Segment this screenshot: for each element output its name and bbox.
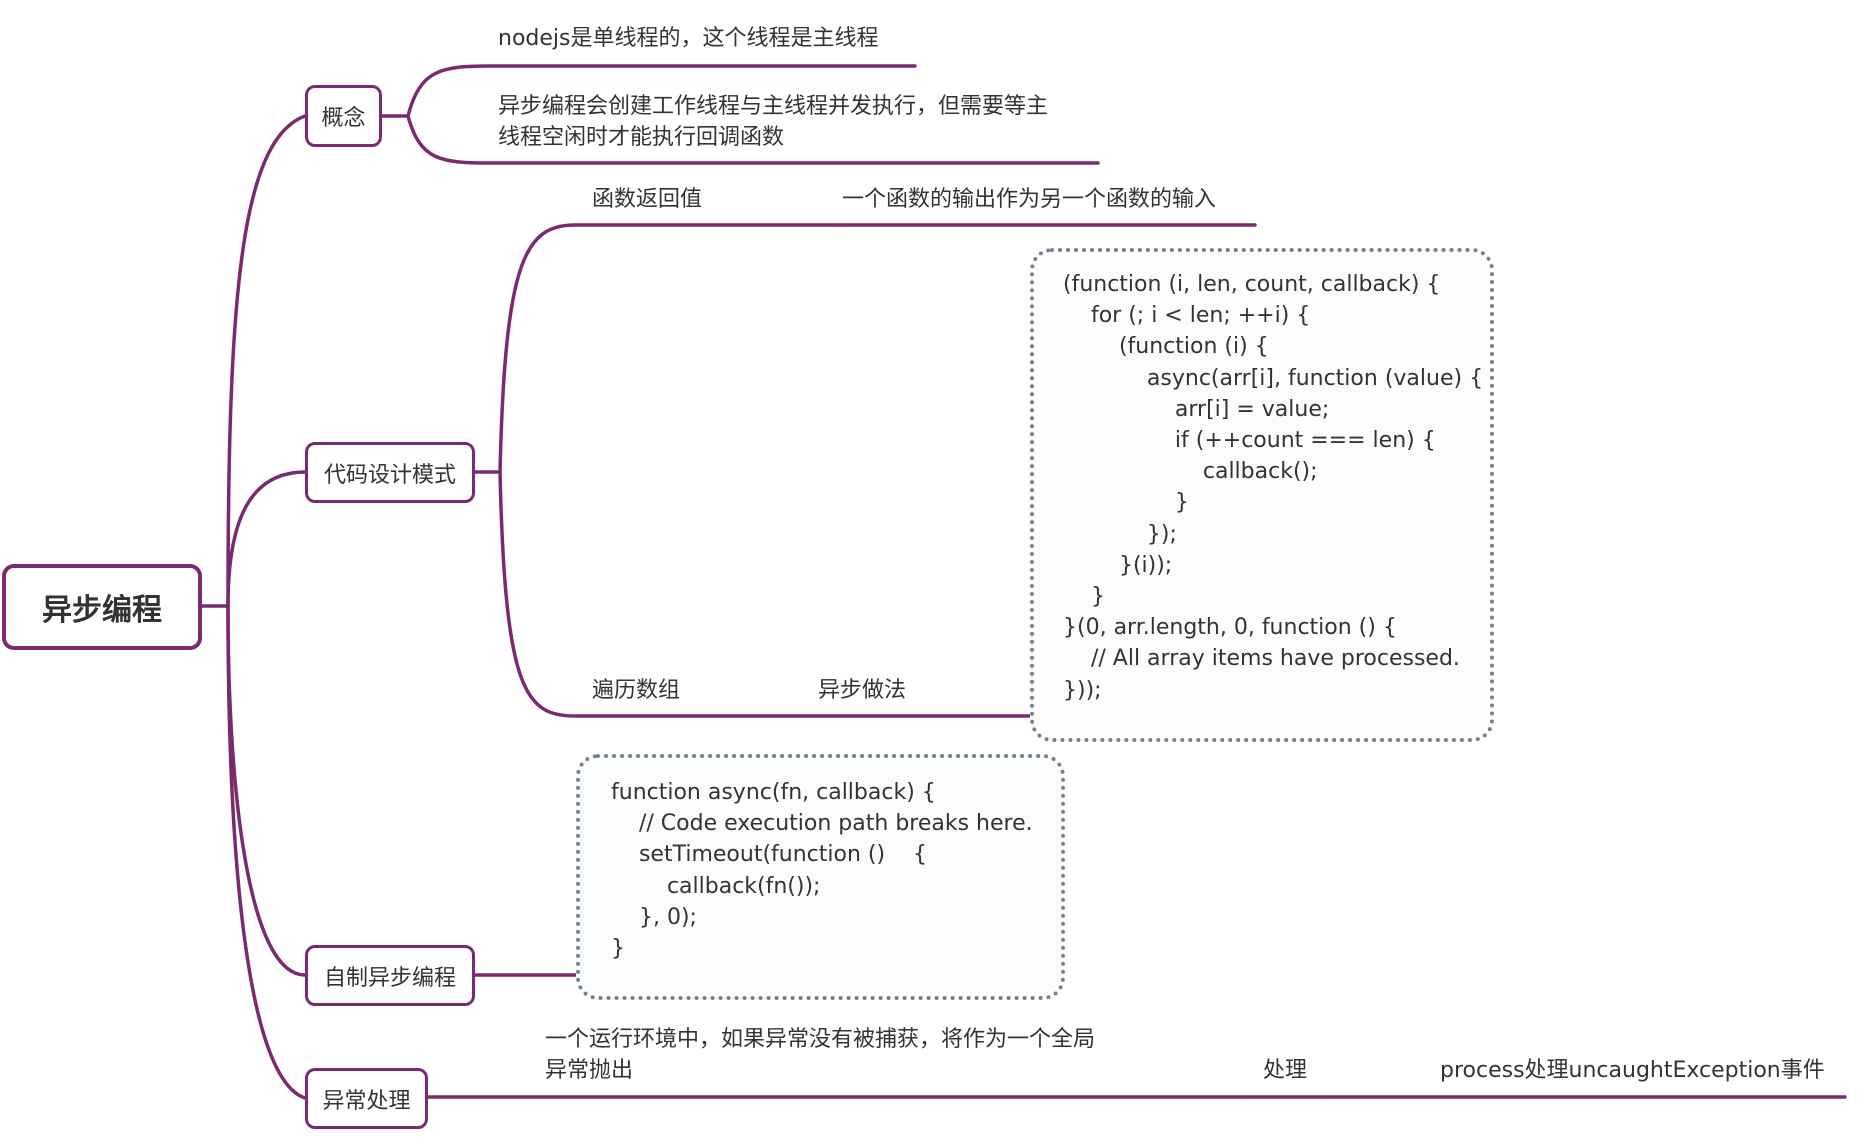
design-return-value-text: 函数返回值 — [592, 187, 703, 212]
root-topic[interactable]: 异步编程 — [2, 564, 202, 650]
root-label: 异步编程 — [42, 593, 162, 628]
branch-code-design[interactable]: 代码设计模式 — [305, 442, 475, 503]
concept-child-1-text: nodejs是单线程的，这个线程是主线程 — [498, 26, 879, 51]
branch-custom-async-label: 自制异步编程 — [323, 965, 456, 991]
code-custom-async: function async(fn, callback) { // Code e… — [611, 780, 1033, 962]
branch-exception-label: 异常处理 — [322, 1088, 411, 1114]
code-traverse: (function (i, len, count, callback) { fo… — [1063, 272, 1484, 703]
edge-concept-child-2 — [406, 114, 1100, 165]
exception-handle[interactable]: 处理 — [1263, 1055, 1307, 1086]
exception-child-line-1: 一个运行环境中，如果异常没有被捕获，将作为一个全局 — [545, 1027, 1096, 1052]
edge-root-design — [226, 470, 307, 608]
design-async-approach[interactable]: 异步做法 — [818, 675, 906, 706]
design-return-value-child-text: 一个函数的输出作为另一个函数的输入 — [842, 187, 1217, 212]
edge-design-traverse — [498, 470, 802, 718]
design-async-approach-text: 异步做法 — [818, 678, 907, 703]
exception-child[interactable]: 一个运行环境中，如果异常没有被捕获，将作为一个全局 异常抛出 — [545, 1024, 1095, 1086]
design-return-value-child[interactable]: 一个函数的输出作为另一个函数的输入 — [842, 184, 1216, 215]
exception-child-line-2: 异常抛出 — [545, 1058, 634, 1083]
concept-child-2-line-2: 线程空闲时才能执行回调函数 — [498, 125, 785, 150]
exception-handle-text: 处理 — [1263, 1058, 1308, 1083]
branch-code-design-label: 代码设计模式 — [323, 462, 456, 488]
design-traverse-array-text: 遍历数组 — [592, 678, 681, 703]
edge-design-return — [498, 223, 842, 474]
branch-custom-async[interactable]: 自制异步编程 — [305, 945, 475, 1006]
code-block-traverse — [1030, 248, 1494, 742]
edge-root-exception — [226, 604, 307, 1100]
branch-concept[interactable]: 概念 — [305, 85, 382, 147]
design-return-value[interactable]: 函数返回值 — [592, 184, 702, 215]
exception-leaf[interactable]: process处理uncaughtException事件 — [1440, 1055, 1825, 1086]
concept-child-2[interactable]: 异步编程会创建工作线程与主线程并发执行，但需要等主 线程空闲时才能执行回调函数 — [498, 91, 1048, 153]
edge-root-concept — [226, 114, 307, 608]
concept-child-2-line-1: 异步编程会创建工作线程与主线程并发执行，但需要等主 — [498, 94, 1049, 119]
concept-child-1[interactable]: nodejs是单线程的，这个线程是主线程 — [498, 23, 878, 54]
edge-concept-child-1 — [406, 64, 917, 118]
exception-leaf-text: process处理uncaughtException事件 — [1440, 1058, 1825, 1083]
branch-concept-label: 概念 — [321, 106, 366, 131]
edge-root-custom — [226, 604, 307, 977]
code-block-custom-async — [576, 754, 1065, 1000]
design-traverse-array[interactable]: 遍历数组 — [592, 675, 680, 706]
branch-exception[interactable]: 异常处理 — [305, 1068, 428, 1129]
